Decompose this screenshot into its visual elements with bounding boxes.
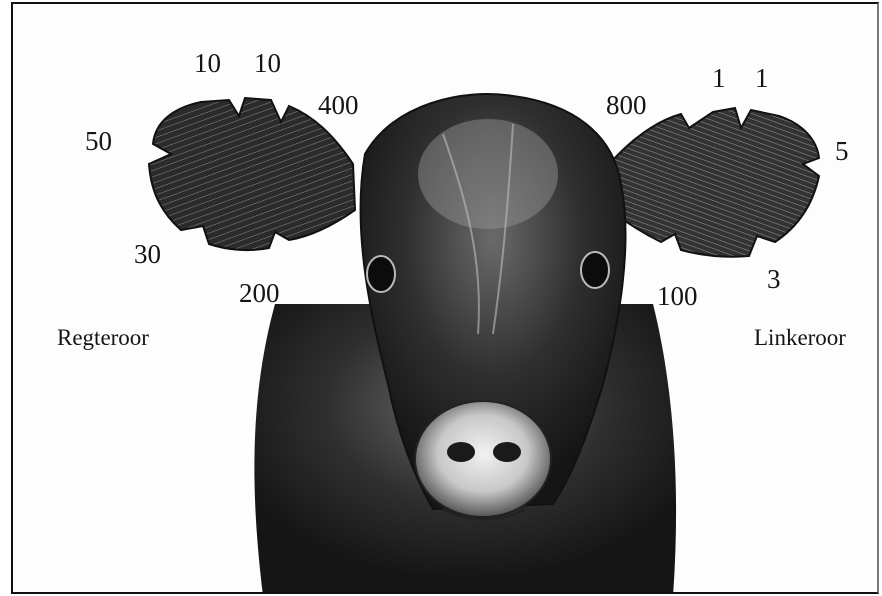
- left-eye: [581, 252, 609, 288]
- label-left-ear-base-bottom: 100: [657, 283, 698, 310]
- label-left-ear-side: Linkeroor: [754, 326, 846, 349]
- figure-frame: 10 10 50 30 200 400 800 1 1 5 3 100 Regt…: [11, 2, 879, 594]
- label-right-ear-top-b: 10: [254, 50, 281, 77]
- left-ear-shape: [599, 108, 819, 257]
- label-right-ear-bottom: 30: [134, 241, 161, 268]
- cow-head-illustration: [13, 4, 879, 594]
- label-left-ear-top-b: 1: [755, 65, 769, 92]
- label-right-ear-base-bottom: 200: [239, 280, 280, 307]
- right-eye: [367, 256, 395, 292]
- right-ear-shape: [149, 98, 355, 250]
- right-nostril: [447, 442, 475, 462]
- label-right-ear-tip: 50: [85, 128, 112, 155]
- left-nostril: [493, 442, 521, 462]
- label-left-ear-tip: 5: [835, 138, 849, 165]
- label-right-ear-top-a: 10: [194, 50, 221, 77]
- muzzle: [415, 401, 551, 517]
- forehead-highlight: [418, 119, 558, 229]
- label-right-ear-base-top: 400: [318, 92, 359, 119]
- label-left-ear-top-a: 1: [712, 65, 726, 92]
- label-left-ear-bottom: 3: [767, 266, 781, 293]
- label-right-ear-side: Regteroor: [57, 326, 149, 349]
- label-left-ear-base-top: 800: [606, 92, 647, 119]
